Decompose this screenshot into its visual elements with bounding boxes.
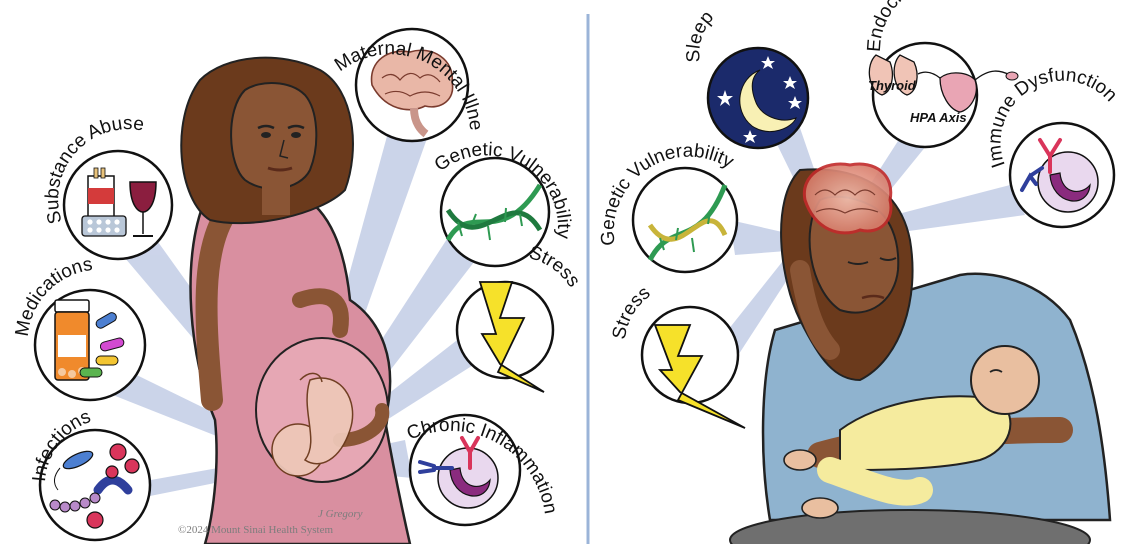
medications-circle [35,290,145,400]
label-thyroid: Thyroid [868,78,917,93]
cigarette-pack-icon [88,168,114,218]
right-panel: Sleep Thyroid HPA Axis Endocrine [598,0,1122,544]
pill-blister-icon [82,216,126,236]
headache-glow-icon [804,164,891,233]
label-stress: Stress [527,242,584,291]
left-panel: Substance Abuse Medications [0,0,584,544]
immune-dysfunction-circle [1010,123,1114,227]
genetic-vulnerability-circle-right [633,168,737,272]
artist-credit: J Gregory [318,508,363,520]
substance-abuse-circle [64,151,172,259]
label-sleep: Sleep [683,7,718,63]
copyright-notice: ©2024 Mount Sinai Health System [178,524,333,536]
stress-circle [457,282,553,392]
immune-cell-icon-right [1038,152,1098,212]
stress-circle-right [642,307,745,428]
label-hpa-axis: HPA Axis [910,110,967,125]
pregnant-woman [181,58,410,544]
sleep-circle [708,48,808,148]
